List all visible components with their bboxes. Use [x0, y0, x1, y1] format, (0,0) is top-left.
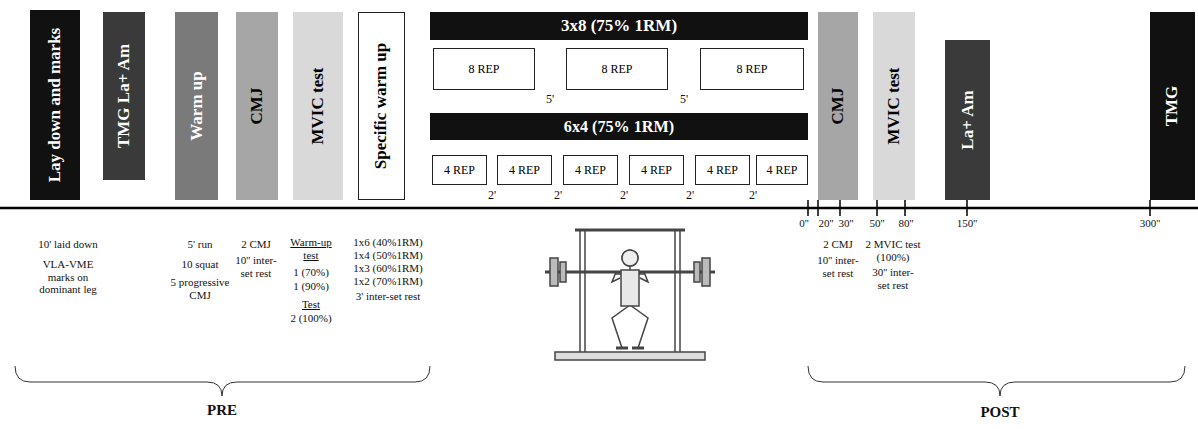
procedure-note: 1x3 (60%1RM) [348, 262, 428, 275]
rest-interval: 2' [550, 189, 566, 203]
procedure-note: 10 squat [165, 258, 235, 271]
phase-box: Warm up [175, 12, 218, 200]
phase-label: POST [965, 404, 1035, 421]
time-mark: 20'' [815, 217, 837, 230]
procedure-note: 2 (100%) [286, 312, 336, 325]
box-label: CMJ [828, 88, 848, 125]
procedure-note: Test [286, 298, 336, 311]
box-label: TMG La+ Am [114, 44, 134, 148]
set-box: 4 REP [629, 155, 684, 185]
time-mark: 150'' [953, 217, 981, 230]
procedure-note: 3' inter-set rest [348, 290, 428, 303]
rest-interval: 2' [682, 189, 698, 203]
phase-box: CMJ [818, 12, 858, 200]
procedure-note: 10' laid down [23, 238, 113, 251]
phase-label: PRE [192, 402, 252, 419]
time-mark: 80'' [895, 217, 917, 230]
time-mark: 300'' [1136, 217, 1164, 230]
phase-box: MVIC test [873, 12, 915, 200]
box-label: MVIC test [308, 68, 328, 145]
phase-box: MVIC test [293, 12, 343, 200]
phase-box: Lay down and marks [30, 10, 80, 200]
smith-machine-illustration [545, 230, 715, 360]
box-label: 3x8 (75% 1RM) [561, 16, 677, 36]
set-box: 4 REP [563, 155, 618, 185]
box-label: La+ Am [958, 90, 978, 149]
box-label: 4 REP [641, 163, 672, 178]
time-mark: 0'' [794, 217, 814, 230]
procedure-note: 1 (70%) [286, 266, 336, 279]
set-box: 4 REP [695, 155, 750, 185]
box-label: 6x4 (75% 1RM) [564, 118, 674, 136]
phase-box: CMJ [236, 12, 278, 200]
procedure-note: 10'' inter-set rest [230, 254, 282, 279]
rest-interval: 2' [745, 189, 761, 203]
protocol-bar: 6x4 (75% 1RM) [430, 113, 808, 140]
phase-box: Specific warm up [358, 12, 405, 200]
procedure-note: 2 CMJ [813, 238, 863, 251]
time-mark: 30'' [835, 217, 857, 230]
procedure-note: 30'' inter-set rest [867, 266, 919, 291]
procedure-note: 5 progressive CMJ [162, 276, 238, 301]
procedure-note: 5' run [165, 238, 235, 251]
box-label: TMG [1162, 86, 1182, 127]
procedure-note: 1x6 (40%1RM) [348, 236, 428, 249]
set-box: 4 REP [756, 155, 808, 185]
phase-box: La+ Am [945, 40, 990, 200]
box-label: CMJ [247, 88, 267, 125]
procedure-note: 10'' inter-set rest [812, 254, 864, 279]
set-box: 4 REP [497, 155, 552, 185]
protocol-bar: 3x8 (75% 1RM) [430, 12, 808, 40]
set-box: 8 REP [433, 48, 535, 90]
box-label: 4 REP [444, 163, 475, 178]
rest-interval: 5' [674, 93, 694, 107]
box-label: 8 REP [736, 62, 767, 77]
box-label: 8 REP [601, 62, 632, 77]
rest-interval: 2' [484, 189, 500, 203]
procedure-note: VLA-VME marks on dominant leg [28, 258, 108, 296]
phase-box: TMG La+ Am [103, 12, 145, 180]
rest-interval: 2' [616, 189, 632, 203]
procedure-note: 1 (90%) [286, 280, 336, 293]
box-label: 4 REP [509, 163, 540, 178]
procedure-note: 1x2 (70%1RM) [348, 275, 428, 288]
box-label: Warm up [187, 71, 207, 140]
set-box: 8 REP [566, 48, 668, 90]
procedure-note: Warm-up test [286, 236, 336, 261]
box-label: 4 REP [707, 163, 738, 178]
set-box: 4 REP [432, 155, 487, 185]
rest-interval: 5' [540, 93, 560, 107]
procedure-note: 2 MVIC test (100%) [865, 238, 921, 263]
procedure-note: 1x4 (50%1RM) [348, 249, 428, 262]
time-axis [0, 200, 1198, 216]
box-label: 4 REP [766, 163, 797, 178]
box-label: 4 REP [575, 163, 606, 178]
box-label: 8 REP [468, 62, 499, 77]
box-label: Lay down and marks [45, 28, 65, 182]
phase-box: TMG [1150, 12, 1195, 200]
procedure-note: 2 CMJ [231, 238, 281, 251]
set-box: 8 REP [700, 48, 804, 90]
box-label: Specific warm up [372, 43, 392, 170]
box-label: MVIC test [884, 68, 904, 145]
time-mark: 50'' [866, 217, 888, 230]
brackets [15, 366, 1185, 396]
